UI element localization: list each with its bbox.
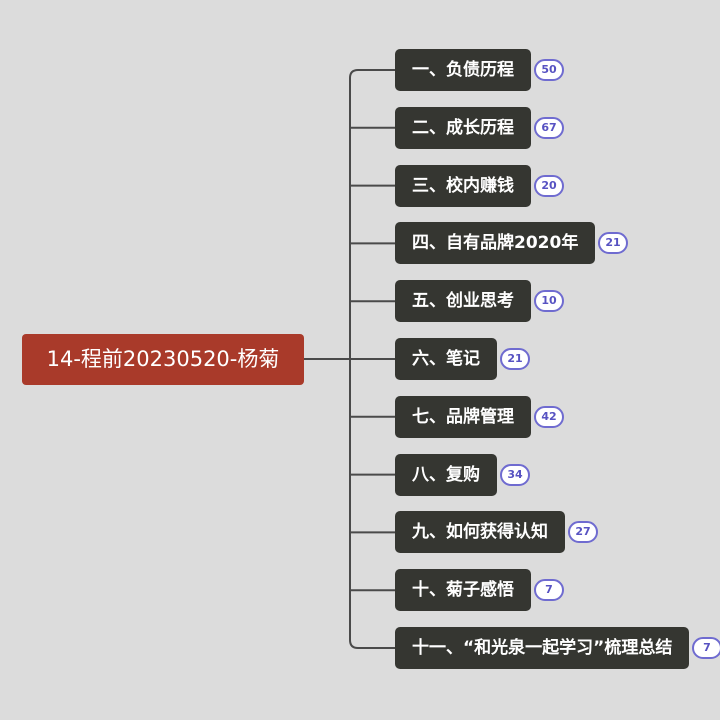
topic-node[interactable]: 二、成长历程	[395, 106, 531, 149]
topic-node[interactable]: 三、校内赚钱	[395, 164, 531, 207]
topic-count-badge[interactable]: 20	[534, 174, 564, 197]
topic-node[interactable]: 六、笔记	[395, 338, 497, 380]
topic-node[interactable]: 九、如何获得认知	[395, 511, 565, 554]
topic-count-badge[interactable]: 21	[500, 348, 530, 370]
topic-node[interactable]: 十、菊子感悟	[395, 569, 531, 612]
topic-count-badge[interactable]: 10	[534, 290, 564, 313]
topic-node[interactable]: 七、品牌管理	[395, 395, 531, 438]
topic-node[interactable]: 十一、“和光泉一起学习”梳理总结	[395, 627, 690, 669]
topic-node[interactable]: 五、创业思考	[395, 280, 531, 323]
topic-node[interactable]: 八、复购	[395, 453, 497, 496]
topic-count-badge[interactable]: 27	[568, 521, 598, 544]
branch-connector	[349, 69, 395, 79]
topic-node[interactable]: 四、自有品牌2020年	[395, 222, 596, 265]
topic-count-badge[interactable]: 34	[500, 463, 530, 486]
topic-count-badge[interactable]: 7	[534, 579, 564, 602]
topic-count-badge[interactable]: 67	[534, 116, 564, 139]
branch-connector	[349, 639, 395, 649]
topic-count-badge[interactable]: 21	[598, 232, 628, 255]
topic-count-badge[interactable]: 42	[534, 405, 564, 428]
topic-node[interactable]: 一、负债历程	[395, 49, 531, 91]
topic-count-badge[interactable]: 50	[534, 59, 564, 81]
root-topic[interactable]: 14-程前20230520-杨菊	[22, 334, 304, 385]
topic-count-badge[interactable]: 7	[692, 637, 720, 659]
